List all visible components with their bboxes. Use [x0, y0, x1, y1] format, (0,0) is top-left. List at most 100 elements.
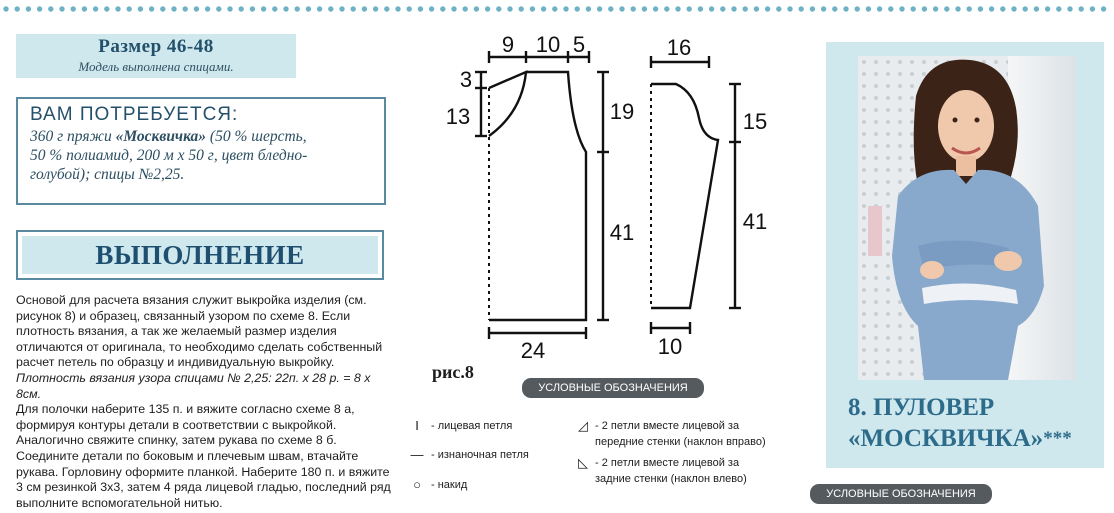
materials-title: ВАМ ПОТРЕБУЕТСЯ: [30, 104, 239, 125]
border-dot [350, 6, 356, 12]
border-dot [148, 6, 155, 12]
materials-line-1c: (50 % шерсть, [206, 128, 307, 145]
border-dot [182, 6, 188, 12]
border-dot [529, 6, 536, 12]
border-dot [59, 6, 65, 12]
border-dot [160, 6, 166, 12]
border-dot [966, 6, 972, 12]
border-dot [14, 6, 20, 12]
border-dot [507, 6, 513, 12]
border-dot [316, 6, 323, 12]
materials-line-1a: 360 г пряжи [30, 128, 116, 145]
knitting-density: Плотность вязания узора спицами № 2,25: … [16, 370, 371, 401]
border-dot [484, 6, 491, 12]
legend-pill: УСЛОВНЫЕ ОБОЗНАЧЕНИЯ [522, 378, 704, 398]
border-dot [630, 6, 636, 12]
border-dot [977, 6, 984, 12]
border-dot [1067, 6, 1073, 12]
border-dot [955, 6, 961, 12]
border-dot [115, 6, 121, 12]
border-dot [865, 6, 872, 12]
border-dot [216, 6, 222, 12]
border-dot [1089, 6, 1096, 12]
border-dot [1056, 6, 1062, 12]
border-dot [540, 6, 547, 12]
border-dot [1011, 6, 1017, 12]
instructions-paragraph-2: Для полочки наберите 135 п. и вяжите сог… [16, 402, 391, 510]
product-title-line-1: 8. ПУЛОВЕР [848, 394, 995, 421]
border-dot [843, 6, 849, 12]
border-dot [921, 6, 928, 12]
border-dot [1100, 6, 1107, 12]
border-dot [664, 6, 670, 12]
materials-text: 360 г пряжи «Москвичка» (50 % шерсть, 50… [30, 127, 380, 184]
execution-title: ВЫПОЛНЕНИЕ [95, 240, 305, 270]
border-dot [428, 6, 435, 12]
dim-label: 15 [743, 109, 767, 134]
border-dot [518, 6, 524, 12]
border-dot [697, 6, 704, 12]
k2tog-front-icon: ◿ [578, 418, 588, 433]
border-dot [731, 6, 737, 12]
border-dot [910, 6, 916, 12]
border-dot [137, 6, 144, 12]
body-neckline [488, 70, 528, 137]
difficulty-stars: *** [1043, 428, 1072, 449]
dim-label: 41 [610, 220, 634, 245]
dim-label: 3 [460, 67, 472, 92]
border-dot [3, 6, 9, 12]
border-dot [776, 6, 782, 12]
border-dot [832, 6, 838, 12]
border-dot [899, 6, 905, 12]
legend-knit: - лицевая петля [431, 420, 513, 432]
border-dot [988, 6, 995, 12]
border-dot [596, 6, 603, 12]
border-dot [1000, 6, 1006, 12]
instructions-text: Основой для расчета вязания служит выкро… [16, 293, 396, 511]
border-dot [204, 6, 211, 12]
size-box: Размер 46-48 Модель выполнена спицами. [16, 34, 296, 78]
dim-label: 24 [521, 338, 545, 363]
border-dot [70, 6, 76, 12]
border-dot [1022, 6, 1028, 12]
border-dot [25, 6, 32, 12]
knit-stitch-icon: I [415, 418, 419, 433]
border-dot [585, 6, 592, 12]
border-dot [675, 6, 681, 12]
instructions-paragraph-1: Основой для расчета вязания служит выкро… [16, 293, 383, 370]
legend-pill-secondary: УСЛОВНЫЕ ОБОЗНАЧЕНИЯ [810, 484, 992, 504]
border-dot [753, 6, 760, 12]
border-dot [720, 6, 726, 12]
yarn-over-icon: ○ [413, 477, 421, 492]
border-dot [339, 6, 345, 12]
border-dot [888, 6, 894, 12]
dim-label: 9 [502, 32, 514, 57]
legend-yarn-over: - накид [431, 479, 468, 491]
border-dot [764, 6, 771, 12]
border-dot [1078, 6, 1084, 12]
execution-panel: ВЫПОЛНЕНИЕ [22, 236, 378, 274]
border-dot [238, 6, 244, 12]
border-dot [451, 6, 457, 12]
border-dot [104, 6, 110, 12]
border-dot [36, 6, 43, 12]
border-dot [652, 6, 659, 12]
border-dot [641, 6, 648, 12]
legend-k2tog-back: - 2 петли вместе лицевой за задние стенк… [595, 455, 747, 487]
materials-box: ВАМ ПОТРЕБУЕТСЯ: 360 г пряжи «Москвичка»… [16, 97, 386, 205]
legend-purl: - изнаночная петля [431, 449, 529, 461]
border-dot [742, 6, 748, 12]
dotted-top-border [3, 6, 1107, 12]
sleeve-outline [651, 82, 720, 310]
border-dot [854, 6, 860, 12]
border-dot [361, 6, 368, 12]
border-dot [92, 6, 99, 12]
product-title: 8. ПУЛОВЕР «МОСКВИЧКА»*** [848, 392, 1072, 454]
execution-box: ВЫПОЛНЕНИЕ [16, 230, 384, 280]
border-dot [608, 6, 614, 12]
border-dot [193, 6, 200, 12]
border-dot [272, 6, 278, 12]
border-dot [406, 6, 412, 12]
border-dot [260, 6, 267, 12]
size-subtitle: Модель выполнена спицами. [78, 59, 234, 74]
